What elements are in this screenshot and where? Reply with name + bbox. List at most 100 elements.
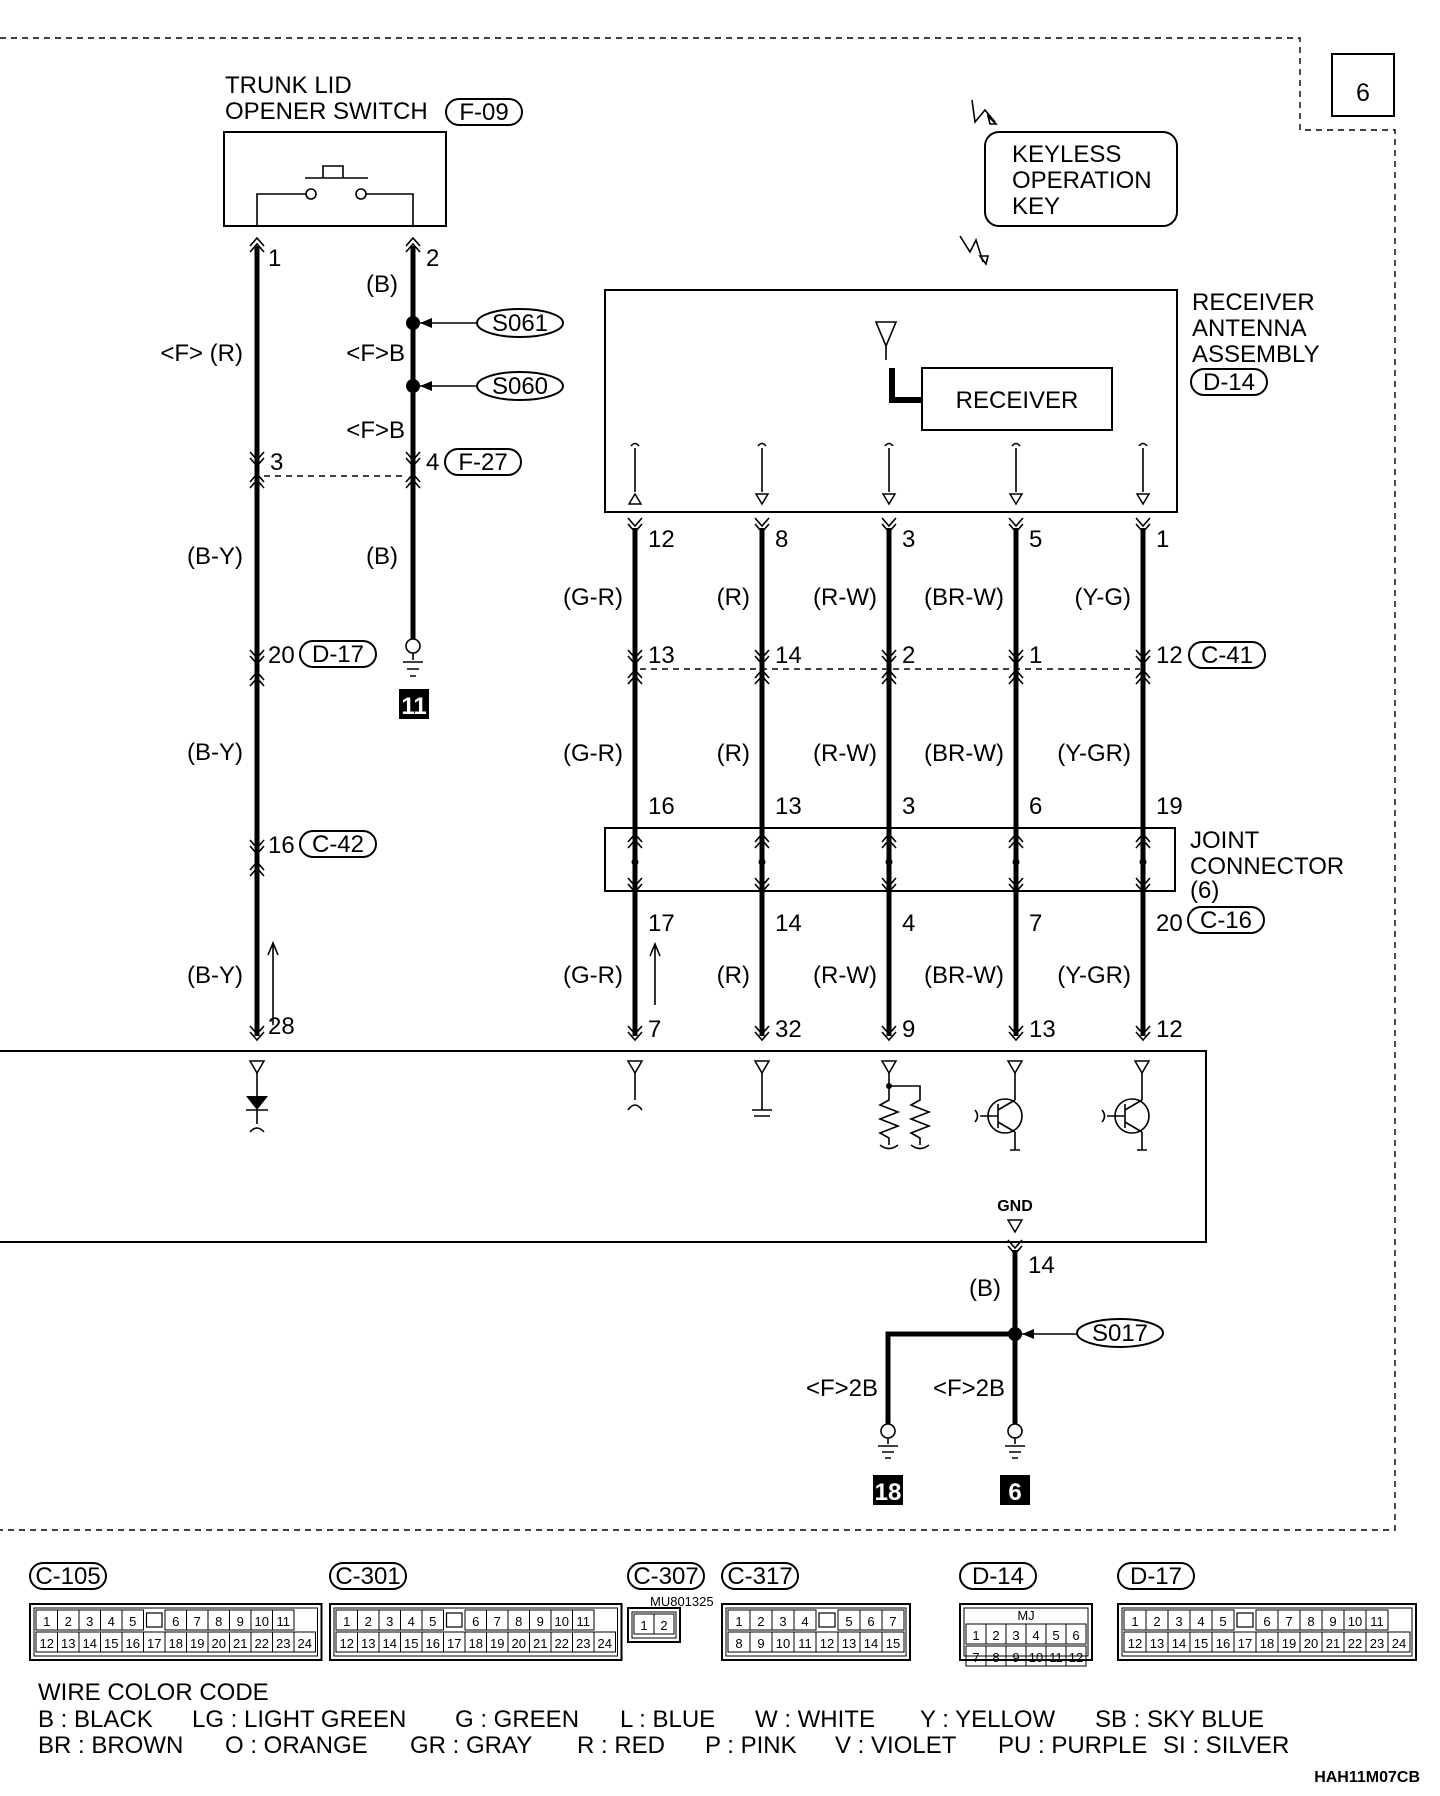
joint-connector-label-1: JOINT — [1190, 827, 1260, 854]
ecu-pin: 13 — [1029, 1016, 1056, 1043]
svg-text:C-307: C-307 — [633, 1563, 698, 1590]
svg-text:MJ: MJ — [1017, 1608, 1034, 1623]
svg-text:3: 3 — [86, 1614, 93, 1629]
svg-text:1: 1 — [43, 1614, 50, 1629]
svg-text:15: 15 — [404, 1636, 418, 1651]
svg-text:C-41: C-41 — [1201, 642, 1253, 669]
connector-tag-c42: C-42 — [299, 830, 377, 858]
wire1-color-b: (B-Y) — [187, 543, 243, 570]
svg-text:24: 24 — [1392, 1636, 1406, 1651]
joint-out-pin: 7 — [1029, 910, 1042, 937]
receiver-pin: 8 — [775, 526, 788, 553]
svg-text:7: 7 — [494, 1614, 501, 1629]
c41-pin: 14 — [775, 642, 802, 669]
svg-text:7: 7 — [1285, 1614, 1292, 1629]
svg-text:21: 21 — [233, 1636, 247, 1651]
svg-text:11: 11 — [401, 693, 426, 720]
svg-text:17: 17 — [147, 1636, 161, 1651]
svg-text:12: 12 — [1069, 1650, 1083, 1665]
wire2-color-d: (B) — [366, 543, 398, 570]
svg-text:12: 12 — [820, 1636, 834, 1651]
receiver-pin: 12 — [648, 526, 675, 553]
svg-text:19: 19 — [490, 1636, 504, 1651]
wire-color-bottom: (Y-GR) — [1057, 962, 1131, 989]
svg-text:C-16: C-16 — [1200, 907, 1252, 934]
svg-text:D-17: D-17 — [1130, 1563, 1182, 1590]
svg-text:1: 1 — [640, 1618, 647, 1633]
wire-color-bottom: (R-W) — [813, 962, 877, 989]
svg-text:9: 9 — [1329, 1614, 1336, 1629]
svg-text:14: 14 — [864, 1636, 878, 1651]
wire1-pin-sw: 1 — [268, 245, 281, 272]
svg-text:5: 5 — [1219, 1614, 1226, 1629]
receiver-assembly-box — [604, 289, 1178, 513]
svg-text:16: 16 — [126, 1636, 140, 1651]
svg-text:1: 1 — [972, 1628, 979, 1643]
svg-text:S061: S061 — [492, 310, 548, 337]
color-code-entry: W : WHITE — [755, 1706, 875, 1733]
svg-text:7: 7 — [889, 1614, 896, 1629]
svg-text:8: 8 — [215, 1614, 222, 1629]
trunk-switch-box — [223, 131, 447, 227]
keyless-key-box — [984, 131, 1178, 227]
joint-out-pin: 4 — [902, 910, 915, 937]
color-code-entry: V : VIOLET — [835, 1732, 957, 1759]
wire1-pin-f27: 3 — [270, 449, 283, 476]
wire-color-top: (R-W) — [813, 584, 877, 611]
svg-text:9: 9 — [1012, 1650, 1019, 1665]
svg-text:C-42: C-42 — [312, 831, 364, 858]
wire1-color-c: (B-Y) — [187, 739, 243, 766]
c41-pin: 1 — [1029, 642, 1042, 669]
ground-symbols-icon — [878, 1438, 1025, 1459]
wire1-pin-d17: 20 — [268, 642, 295, 669]
ground-symbol-icon — [403, 653, 423, 677]
wire-color-mid: (G-R) — [563, 740, 623, 767]
wire1-color-a: <F> (R) — [160, 340, 243, 367]
signal-direction-arrow-icon — [267, 940, 279, 1025]
ground-point-18: 18 — [873, 1475, 903, 1506]
wire2-pin-sw: 2 — [426, 245, 439, 272]
svg-text:24: 24 — [298, 1636, 312, 1651]
svg-text:10: 10 — [555, 1614, 569, 1629]
document-code: HAH11M07CB — [1314, 1769, 1420, 1786]
radio-wave-arrow-icon — [978, 113, 998, 266]
connector-tag-d14: D-14 — [1190, 368, 1268, 396]
svg-text:12: 12 — [340, 1636, 354, 1651]
svg-text:6: 6 — [867, 1614, 874, 1629]
svg-text:4: 4 — [1032, 1628, 1039, 1643]
color-code-entry: LG : LIGHT GREEN — [192, 1706, 406, 1733]
wire-color-mid: (BR-W) — [924, 740, 1004, 767]
svg-text:22: 22 — [555, 1636, 569, 1651]
svg-text:12: 12 — [40, 1636, 54, 1651]
receiver-assembly-label-2: ANTENNA — [1192, 315, 1307, 342]
wire1-color-d: (B-Y) — [187, 962, 243, 989]
trunk-switch-label-2: OPENER SWITCH — [225, 98, 428, 125]
svg-text:22: 22 — [1348, 1636, 1362, 1651]
svg-text:C-317: C-317 — [727, 1563, 792, 1590]
ecu-pin: 9 — [902, 1016, 915, 1043]
svg-text:18: 18 — [469, 1636, 483, 1651]
svg-text:7: 7 — [194, 1614, 201, 1629]
color-code-entry: Y : YELLOW — [920, 1706, 1056, 1733]
svg-text:10: 10 — [1029, 1650, 1043, 1665]
svg-text:10: 10 — [255, 1614, 269, 1629]
wire2-color-a: (B) — [366, 271, 398, 298]
joint-in-pin: 13 — [775, 793, 802, 820]
svg-text:7: 7 — [972, 1650, 979, 1665]
svg-text:21: 21 — [1326, 1636, 1340, 1651]
color-code-entry: GR : GRAY — [410, 1732, 532, 1759]
ground-point-6: 6 — [1000, 1475, 1030, 1506]
connector-tag-f27: F-27 — [444, 448, 522, 476]
svg-text:8: 8 — [1307, 1614, 1314, 1629]
color-code-entry: SI : SILVER — [1163, 1732, 1289, 1759]
svg-text:D-14: D-14 — [972, 1563, 1024, 1590]
svg-text:18: 18 — [1260, 1636, 1274, 1651]
input-line-icon — [627, 1073, 643, 1111]
color-code-entry: BR : BROWN — [38, 1732, 183, 1759]
